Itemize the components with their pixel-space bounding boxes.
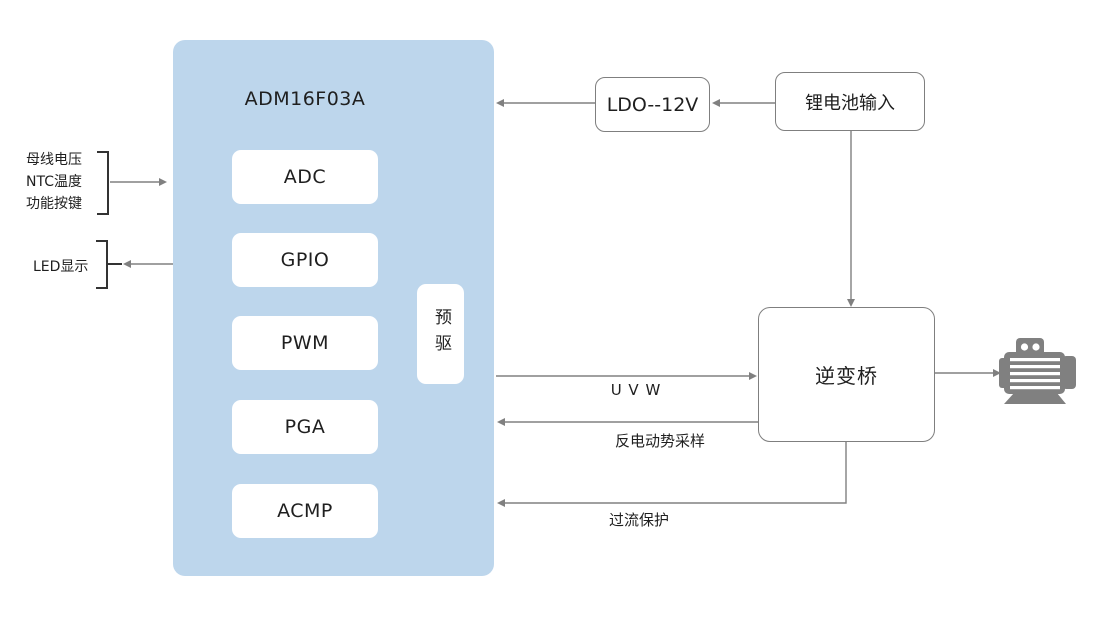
module-pga: PGA [232,400,378,454]
predriver-label: 预驱 [431,308,451,360]
module-predriver: 预驱 [417,284,464,384]
arrowhead-overcurrent [497,499,505,507]
inverter-bridge-box: 逆变桥 [758,307,935,442]
arrowhead-into-inverter-top [847,299,855,307]
chip-title: ADM16F03A [244,88,366,110]
overcurrent-protect-label: 过流保护 [608,511,669,529]
arrowhead-into-motor [993,369,1001,377]
module-acmp: ACMP [232,484,378,538]
module-adc: ADC [232,150,378,204]
battery-box: 锂电池输入 [775,72,925,131]
arrowhead-led [123,260,131,268]
arrowhead-inputs [159,178,167,186]
inputs-bracket [97,151,109,215]
led-display-label: LED显示 [33,259,89,275]
input-label-bus-voltage: 母线电压 [26,152,82,168]
input-label-func-keys: 功能按键 [26,196,82,212]
arrowhead-uvw [749,372,757,380]
module-gpio: GPIO [232,233,378,287]
arrowhead-bemf [497,418,505,426]
module-pwm: PWM [232,316,378,370]
motor-icon [999,338,1076,404]
ldo-box: LDO--12V [595,77,710,132]
overcurrent-wire [504,442,847,504]
left-input-labels: 母线电压 NTC温度 功能按键 [26,149,98,215]
arrowhead-into-ldo [712,99,720,107]
input-label-ntc-temp: NTC温度 [26,174,82,190]
arrowhead-into-chip-power [496,99,504,107]
uvw-signal-label: U V W [610,381,662,399]
bemf-sampling-label: 反电动势采样 [614,432,705,450]
